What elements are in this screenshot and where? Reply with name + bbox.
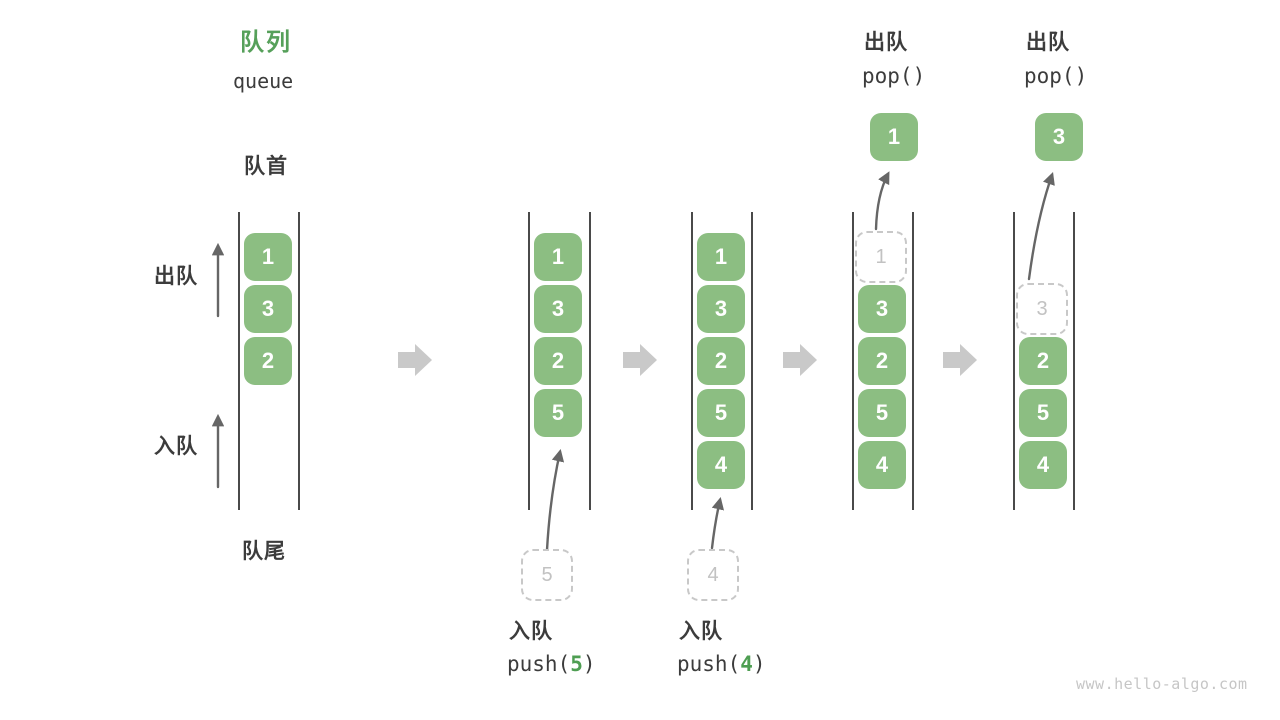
- queue-container-line: [1013, 212, 1015, 510]
- popped-item: 3: [1035, 113, 1083, 161]
- queue-item: 1: [534, 233, 582, 281]
- queue-container-line: [589, 212, 591, 510]
- code-text: push(: [677, 652, 741, 676]
- queue-item: 2: [244, 337, 292, 385]
- ghost-item: 1: [855, 231, 907, 283]
- queue-item: 2: [697, 337, 745, 385]
- queue-rear-label: 队尾: [242, 540, 286, 563]
- queue-item: 4: [697, 441, 745, 489]
- step-arrow-icon: [783, 344, 817, 376]
- push-arrow-icon: [710, 496, 725, 550]
- dequeue-side-label: 出队: [154, 265, 198, 288]
- code-text: ): [582, 652, 596, 676]
- queue-item: 3: [697, 285, 745, 333]
- push-arg: 5: [570, 652, 583, 676]
- watermark: www.hello-algo.com: [1076, 675, 1248, 693]
- queue-container-line: [528, 212, 530, 510]
- queue-item: 5: [1019, 389, 1067, 437]
- code-text: push(: [507, 652, 571, 676]
- queue-item: 5: [858, 389, 906, 437]
- code-text: ): [752, 652, 766, 676]
- queue-item: 1: [697, 233, 745, 281]
- push-call-label: push(4): [677, 654, 766, 675]
- queue-item: 2: [534, 337, 582, 385]
- queue-front-label: 队首: [244, 155, 288, 178]
- dequeue-action-label: 出队: [1026, 31, 1070, 54]
- queue-container-line: [1073, 212, 1075, 510]
- incoming-item: 4: [687, 549, 739, 601]
- pop-arrow-icon: [1027, 172, 1055, 281]
- push-arrow-icon: [545, 448, 565, 552]
- queue-container-line: [912, 212, 914, 510]
- pop-arrow-icon: [874, 171, 890, 231]
- pop-call-label: pop(): [862, 64, 926, 88]
- queue-item: 1: [244, 233, 292, 281]
- queue-container-line: [298, 212, 300, 510]
- queue-item: 3: [244, 285, 292, 333]
- step-arrow-icon: [623, 344, 657, 376]
- diagram-title-zh: 队列: [240, 29, 292, 56]
- queue-item: 4: [858, 441, 906, 489]
- queue-item: 2: [858, 337, 906, 385]
- push-call-label: push(5): [507, 654, 596, 675]
- incoming-item: 5: [521, 549, 573, 601]
- step-arrow-icon: [398, 344, 432, 376]
- queue-item: 2: [1019, 337, 1067, 385]
- queue-item: 4: [1019, 441, 1067, 489]
- queue-item: 5: [697, 389, 745, 437]
- queue-item: 3: [858, 285, 906, 333]
- enqueue-action-label: 入队: [679, 620, 723, 643]
- queue-container-line: [691, 212, 693, 510]
- queue-container-line: [751, 212, 753, 510]
- queue-item: 5: [534, 389, 582, 437]
- queue-container-line: [852, 212, 854, 510]
- enqueue-action-label: 入队: [509, 620, 553, 643]
- queue-container-line: [238, 212, 240, 510]
- push-arg: 4: [740, 652, 753, 676]
- ghost-item: 3: [1016, 283, 1068, 335]
- popped-item: 1: [870, 113, 918, 161]
- enqueue-side-label: 入队: [154, 435, 198, 458]
- dequeue-action-label: 出队: [864, 31, 908, 54]
- step-arrow-icon: [943, 344, 977, 376]
- queue-item: 3: [534, 285, 582, 333]
- diagram-title-en: queue: [233, 69, 294, 93]
- pop-call-label: pop(): [1024, 64, 1088, 88]
